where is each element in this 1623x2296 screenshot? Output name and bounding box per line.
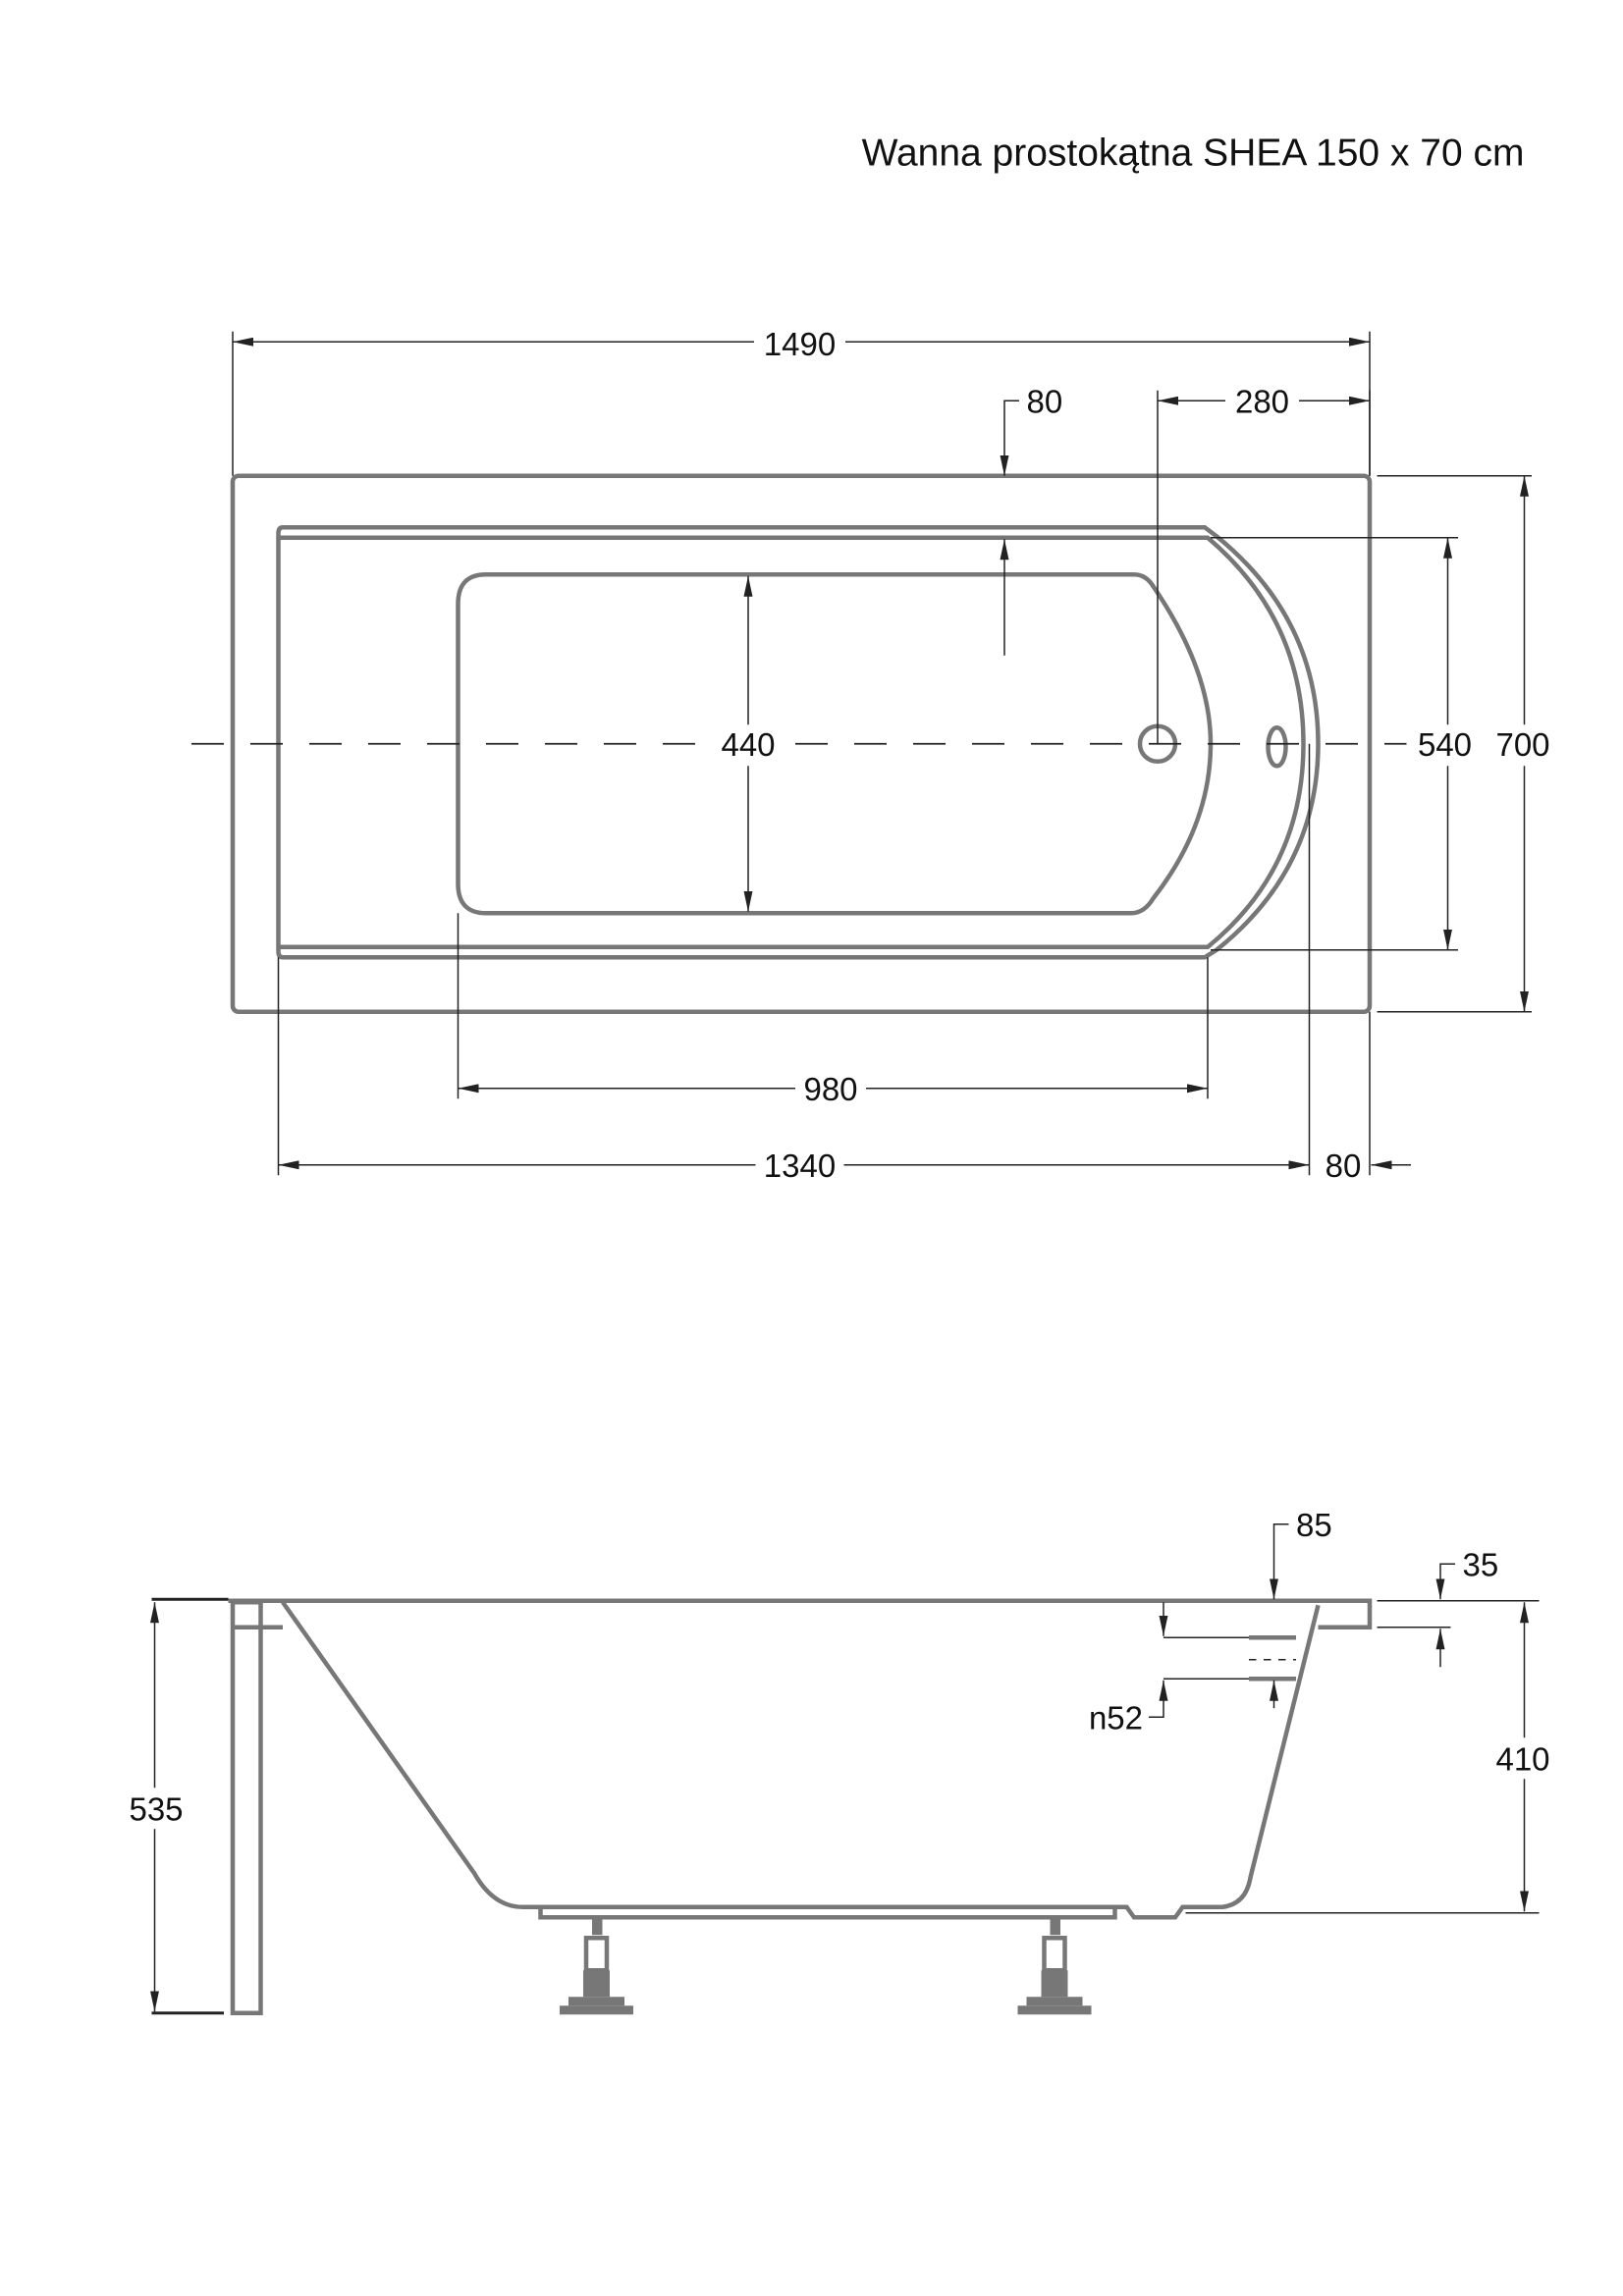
support-foot [560,1917,633,2015]
inner-ledge [276,525,1321,960]
drawing-title: Wanna prostokątna SHEA 150 x 70 cm [862,132,1525,174]
dim-inner-width: 540 [1418,726,1472,763]
dim-overflow-position: 85 [1296,1507,1332,1543]
dim-overall-width: 700 [1495,726,1549,763]
outer-rim [230,473,1373,1014]
dim-overall-length: 1490 [764,326,836,362]
side-view: 535 410 85 35 n52 [121,1507,1558,2015]
basin-profile [281,1600,1321,1920]
dim-rim-width: 80 [1027,383,1063,419]
dim-basin-width: 440 [721,726,775,763]
rim [228,1598,1373,1629]
dim-total-height: 535 [129,1790,183,1827]
front-panel [230,1600,263,2015]
support-foot [1017,1917,1092,2015]
inner-ledge-line [280,535,1306,949]
dim-basin-length: 980 [803,1071,857,1107]
dim-overflow-diameter: n52 [1089,1699,1143,1735]
top-view: 1490 80 280 440 540 700 980 [191,321,1558,1186]
support-frame [538,1904,1117,1920]
dim-end-rim: 80 [1325,1148,1362,1184]
dim-depth: 410 [1495,1740,1549,1777]
overflow-icon [1266,725,1288,769]
dim-rim-thickness: 35 [1463,1546,1499,1582]
dim-inner-length: 1340 [764,1148,836,1184]
dim-drain-offset: 280 [1235,383,1289,419]
